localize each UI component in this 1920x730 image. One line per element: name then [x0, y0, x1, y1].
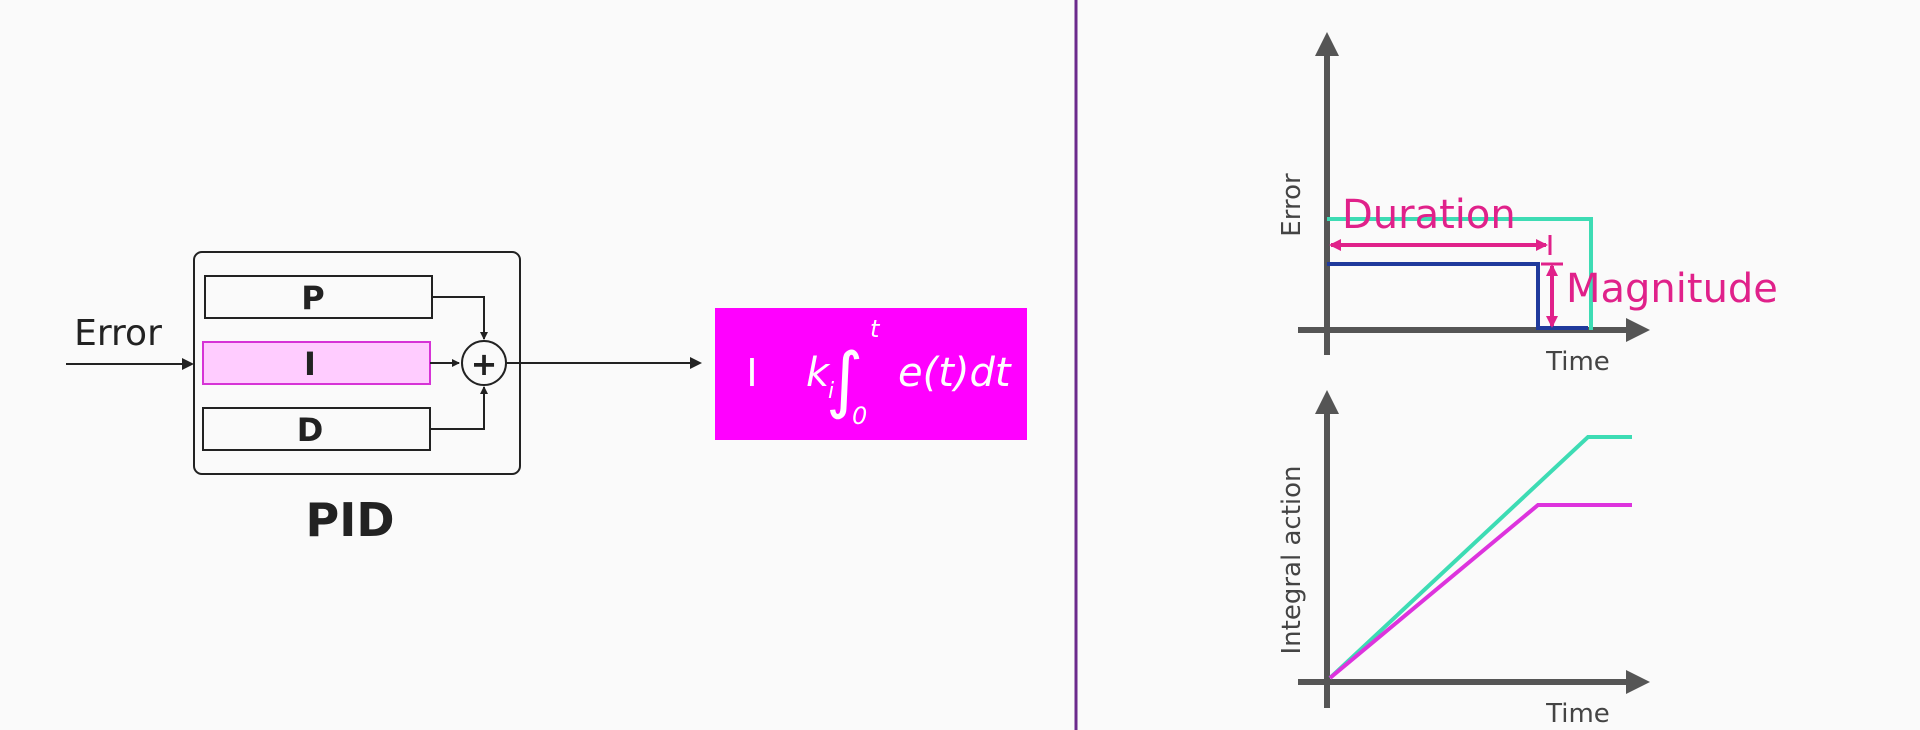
teal-integral-line: [1328, 435, 1632, 680]
integral-action-chart: Integral action Time: [1277, 390, 1650, 729]
d-block-label: D: [297, 411, 324, 449]
error-y-label: Error: [1277, 173, 1307, 237]
purple-integral-line: [1328, 503, 1632, 680]
error-x-axis-arrowhead: [1626, 318, 1650, 342]
formula-coef-sub: i: [828, 379, 834, 404]
formula-upper-limit: t: [870, 315, 881, 343]
formula-term: I: [746, 351, 757, 395]
teal-error-step: [1327, 217, 1593, 330]
d-to-sum-wire: [430, 386, 488, 430]
error-x-label: Time: [1545, 347, 1610, 377]
integral-y-label: Integral action: [1277, 466, 1307, 655]
formula-integrand: e(t)dt: [898, 350, 1012, 396]
i-block: [202, 341, 431, 385]
navy-error-step: [1327, 262, 1588, 330]
p-block-label: P: [301, 279, 324, 317]
integral-formula: I k i ∫ t 0 e(t)dt: [715, 308, 1027, 440]
formula-lower-limit: 0: [852, 402, 867, 430]
magnitude-label: Magnitude: [1566, 266, 1778, 312]
error-chart: Error Time Duration Magnitude: [1277, 32, 1778, 377]
error-y-axis-arrowhead: [1315, 32, 1339, 56]
formula-coef: k: [806, 350, 831, 396]
integral-x-axis-arrowhead: [1626, 670, 1650, 694]
p-block: [204, 275, 433, 319]
integral-x-label: Time: [1545, 699, 1610, 729]
duration-label: Duration: [1342, 192, 1516, 238]
input-error-label: Error: [74, 313, 162, 354]
pid-caption: PID: [305, 493, 394, 547]
d-block: [202, 407, 431, 451]
i-block-label: I: [304, 345, 316, 383]
sum-symbol: +: [471, 345, 498, 383]
formula-box: [715, 308, 1027, 440]
integral-icon: ∫: [826, 337, 864, 421]
pid-block-diagram: Error P I D + PID: [66, 251, 702, 547]
integral-y-axis-arrowhead: [1315, 390, 1339, 414]
p-to-sum-wire: [432, 296, 488, 340]
